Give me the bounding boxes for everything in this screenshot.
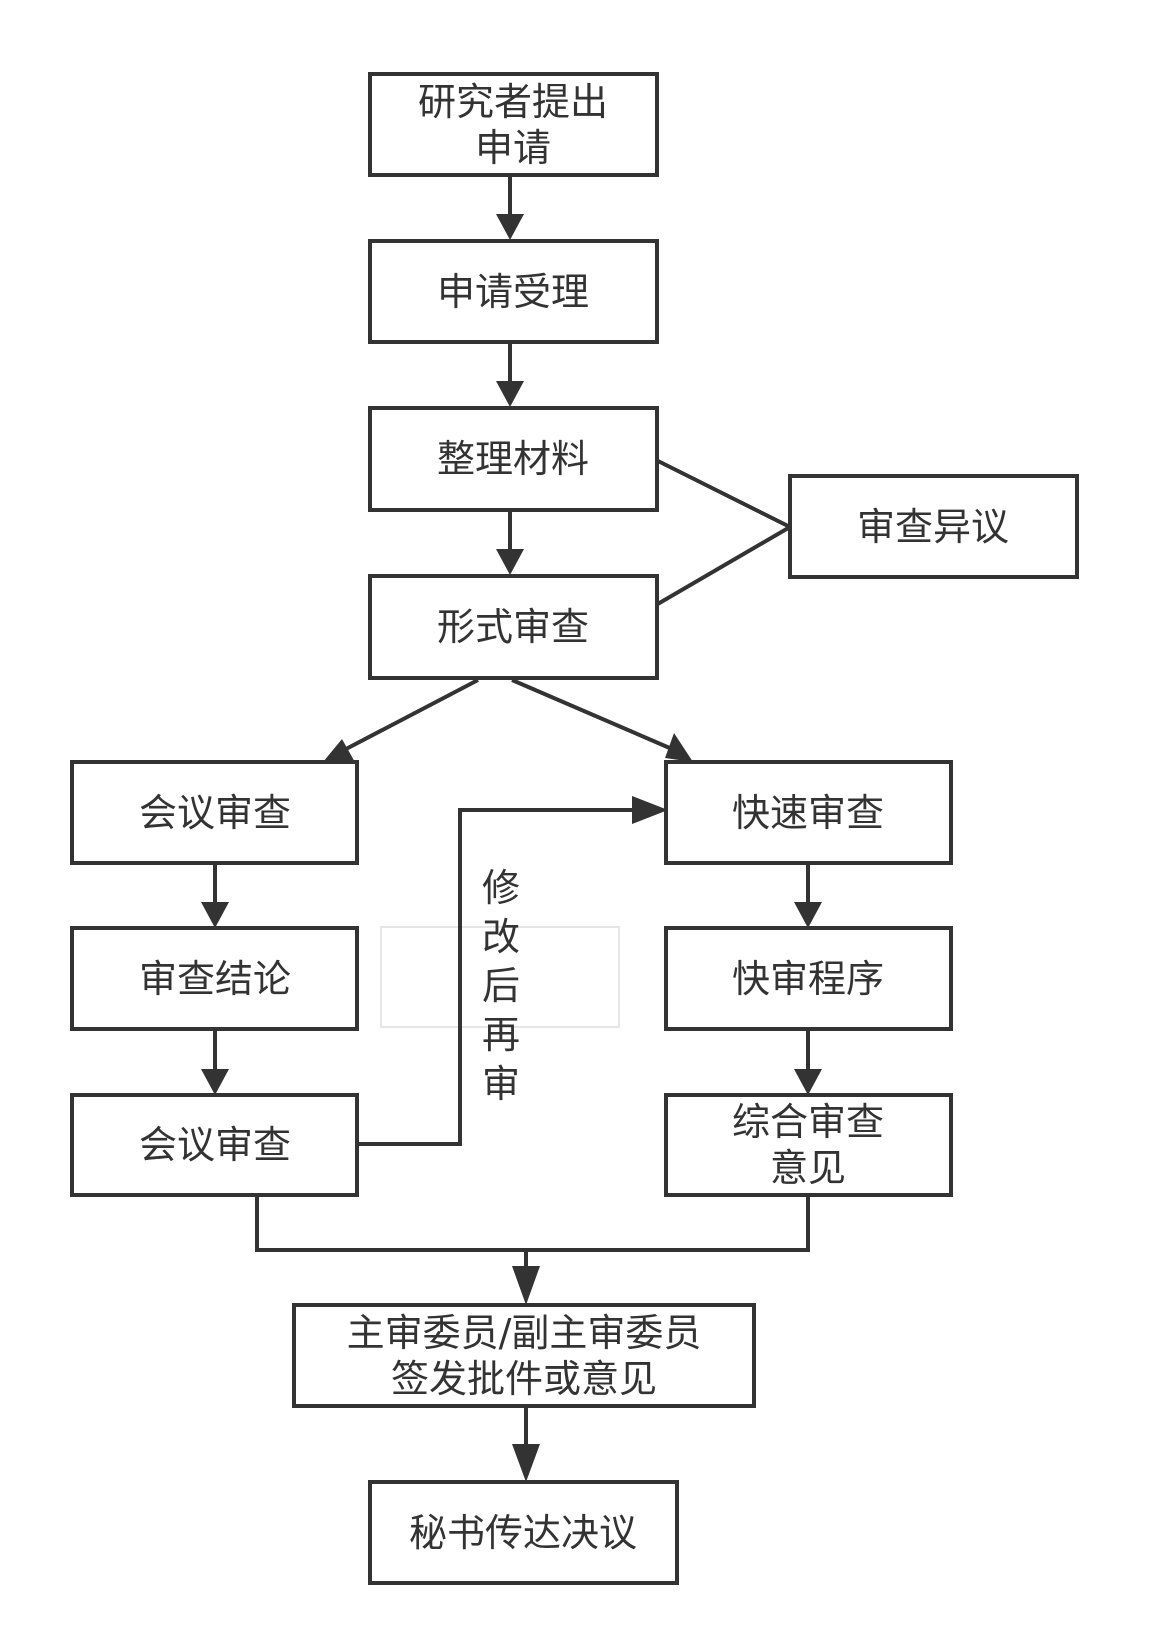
edge-objection-link: [654, 458, 795, 607]
revise-label-char: 审: [482, 1062, 520, 1106]
node-label: 整理材料: [437, 437, 589, 481]
node-label-line: 申请: [475, 126, 551, 170]
node-label: 秘书传达决议: [409, 1511, 637, 1555]
node-organize-materials: 整理材料: [368, 406, 659, 512]
node-fast-procedure: 快审程序: [664, 926, 953, 1031]
node-label: 形式审查: [437, 605, 589, 649]
node-label-line: 意见: [770, 1146, 846, 1190]
connectors: [213, 175, 810, 1446]
arrowheads: [201, 214, 822, 1482]
node-label: 审查结论: [139, 957, 291, 1001]
arrowhead: [794, 1069, 822, 1095]
revise-label-char: 修: [482, 866, 520, 910]
node-summary-opinion: 综合审查 意见: [664, 1093, 953, 1197]
ghost-placeholder-box: [380, 926, 620, 1028]
node-label: 申请受理: [437, 270, 589, 314]
node-review-conclusion: 审查结论: [70, 926, 359, 1031]
node-label-line: 研究者提出: [418, 80, 608, 124]
node-label: 快速审查: [732, 791, 884, 835]
node-secretary-notify: 秘书传达决议: [368, 1480, 679, 1585]
arrowhead: [512, 1444, 540, 1482]
node-label-line: 主审委员/副主审委员: [347, 1311, 702, 1355]
edge-formal-meeting: [345, 678, 479, 751]
node-label: 会议审查: [139, 791, 291, 835]
node-researcher-apply: 研究者提出 申请: [368, 72, 659, 177]
revise-label-char: 再: [482, 1013, 520, 1057]
edge-merge: [255, 1195, 810, 1252]
arrowhead: [201, 1069, 229, 1095]
node-fast-review: 快速审查: [664, 760, 953, 865]
node-label-line: 签发批件或意见: [391, 1357, 657, 1401]
arrowhead: [665, 733, 693, 762]
node-label: 会议审查: [139, 1123, 291, 1167]
revise-loop-label: 修 改 后 再 审: [482, 866, 520, 1106]
node-meeting-review: 会议审查: [70, 760, 359, 865]
arrowhead: [496, 214, 524, 240]
node-formal-review: 形式审查: [368, 574, 659, 680]
arrowhead: [496, 381, 524, 407]
arrowhead: [323, 739, 356, 764]
arrowhead: [512, 1266, 540, 1305]
arrowhead: [496, 549, 524, 575]
arrowhead: [632, 796, 668, 824]
revise-label-char: 改: [482, 915, 520, 959]
arrowhead: [201, 902, 229, 928]
node-application-accepted: 申请受理: [368, 239, 659, 344]
edge-formal-fast: [511, 678, 673, 751]
node-label: 审查异议: [857, 505, 1009, 549]
arrowhead: [794, 902, 822, 928]
node-label: 快审程序: [732, 957, 884, 1001]
node-committee-sign: 主审委员/副主审委员 签发批件或意见: [292, 1303, 756, 1408]
node-review-objection: 审查异议: [788, 474, 1079, 579]
revise-label-char: 后: [482, 964, 520, 1008]
node-meeting-review-2: 会议审查: [70, 1093, 359, 1197]
node-label-line: 综合审查: [732, 1100, 884, 1144]
edge-revise-loop: [357, 808, 634, 1146]
